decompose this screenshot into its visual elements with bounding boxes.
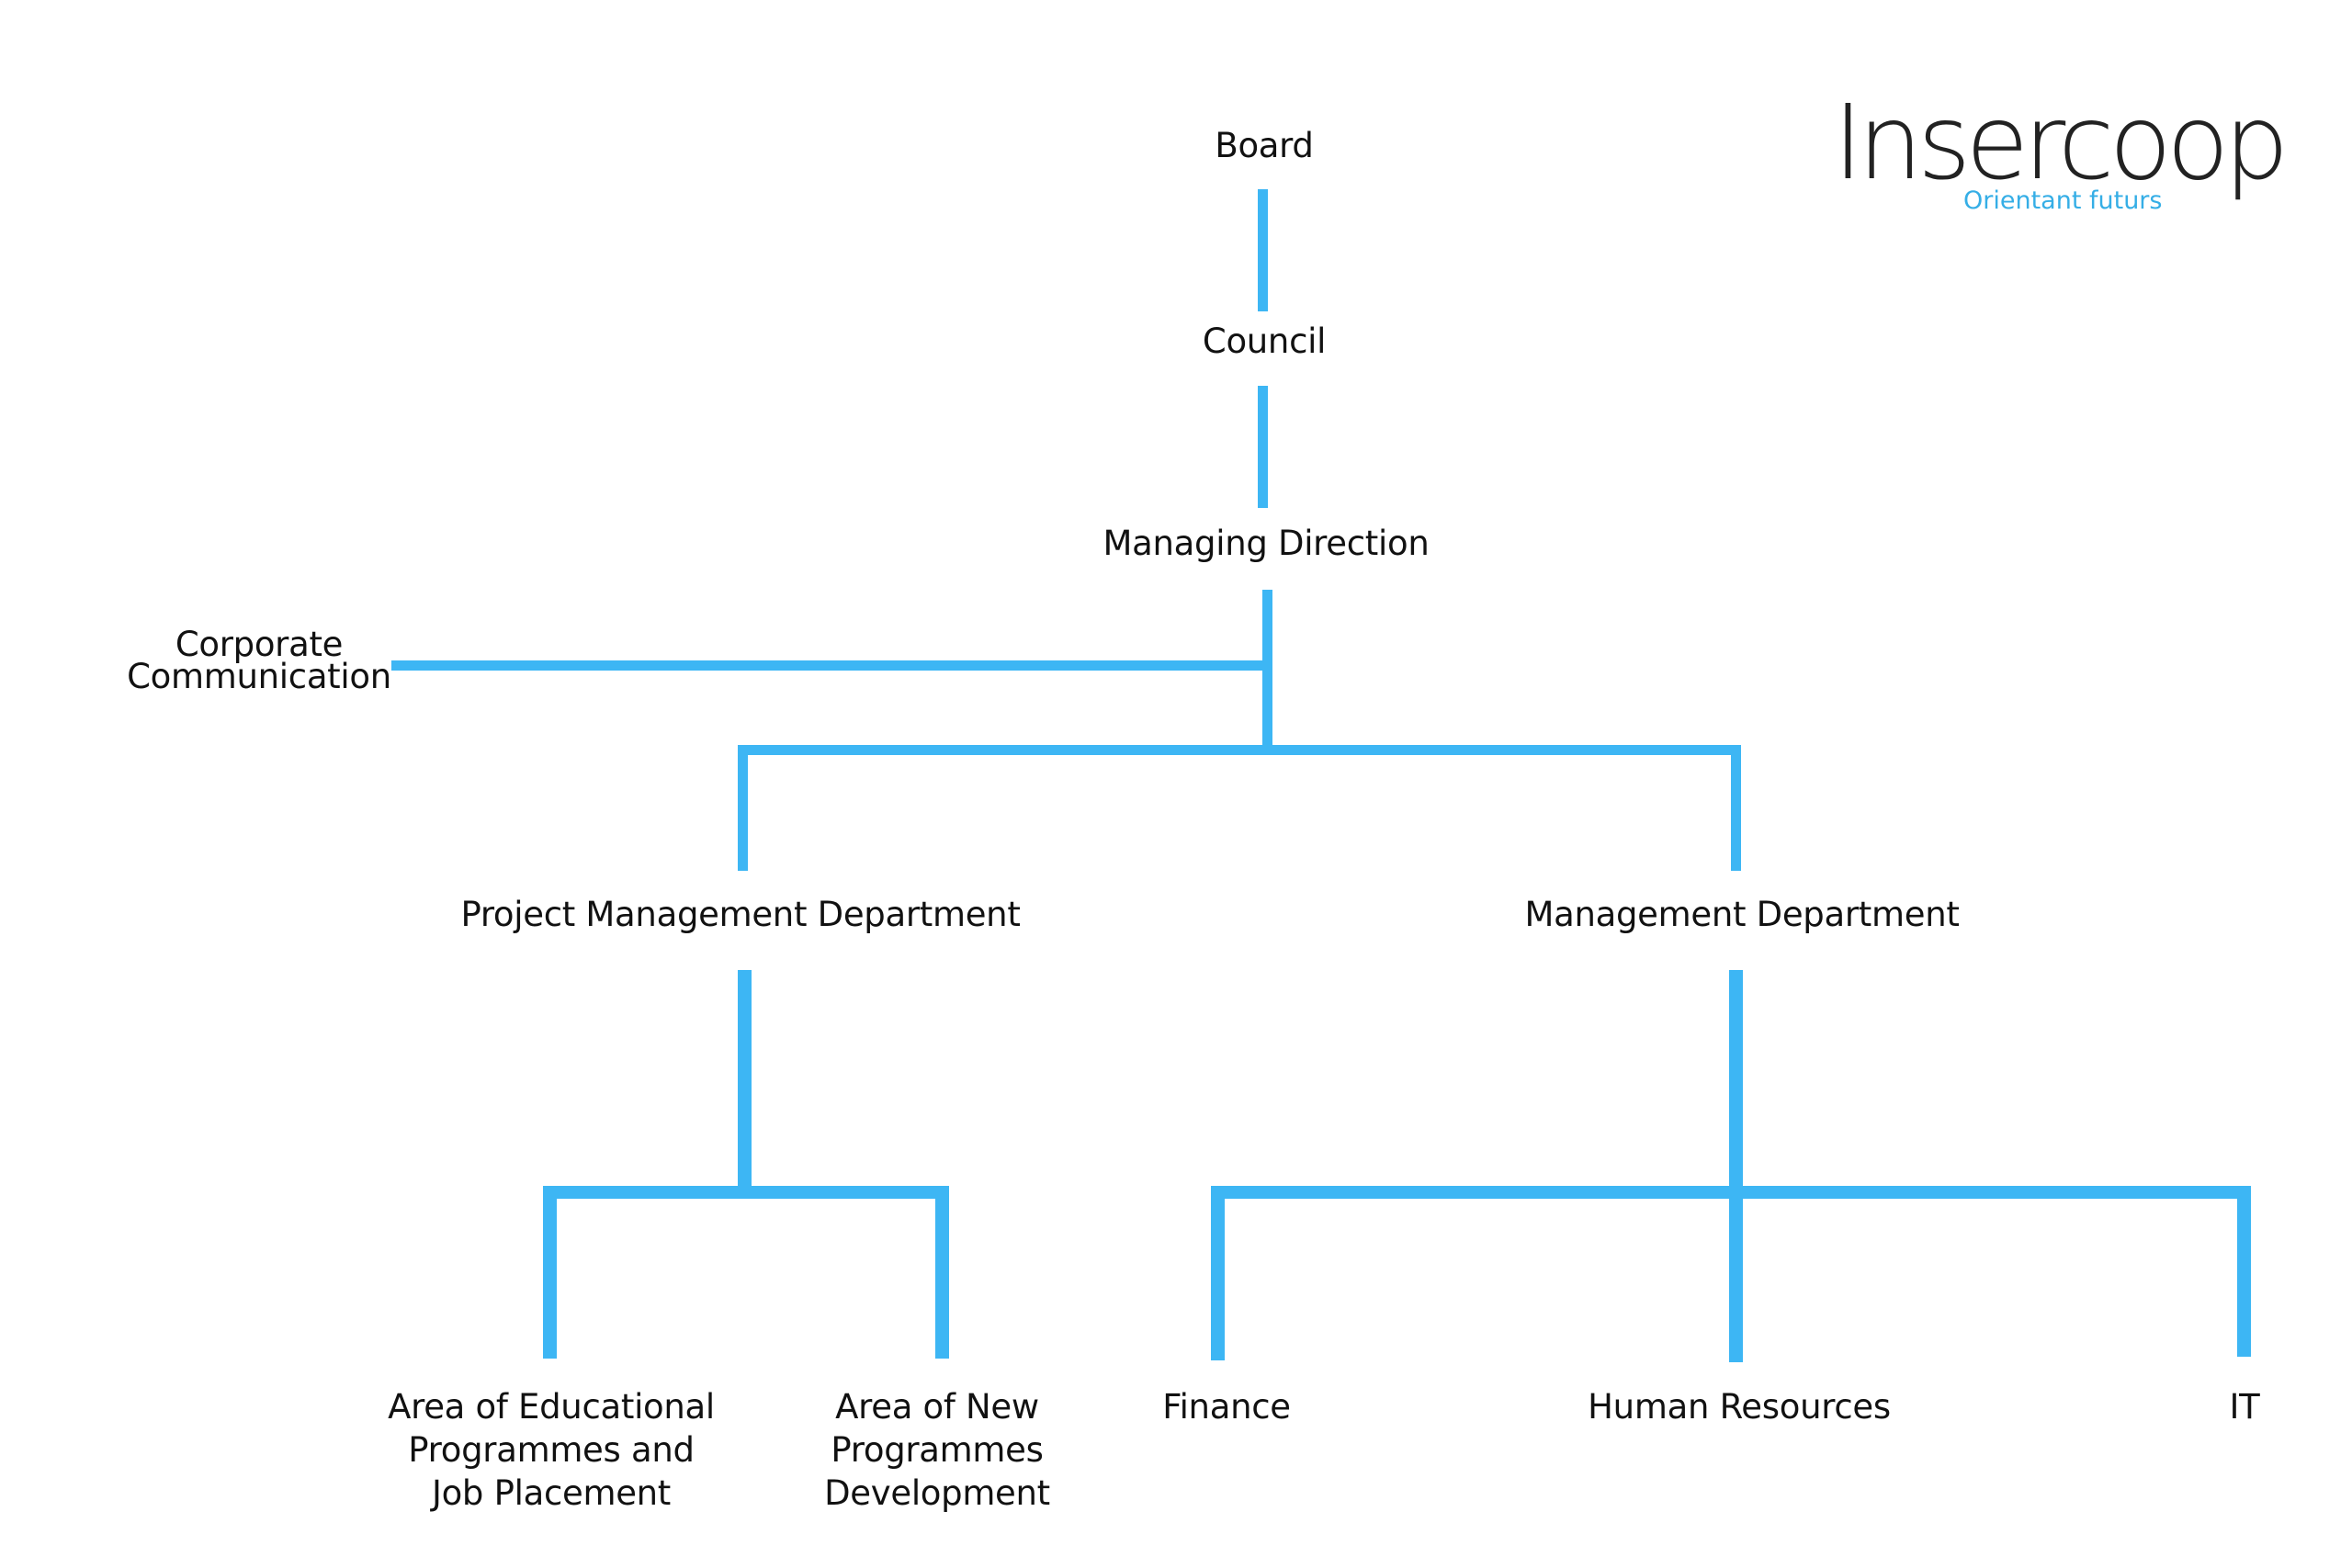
connector-project-dept-up [738,745,748,871]
connector-management-dept-down [1729,970,1743,1362]
connector-it [2237,1186,2251,1357]
insercoop-logo: Insercoop Orientant futurs [1833,84,2290,215]
connector-departments-bar [739,745,1740,755]
connector-management-areas-bar [1211,1186,2250,1199]
connector-project-dept-down [738,970,752,1190]
node-it: IT [2229,1387,2260,1427]
node-area-new-programmes: Area of New Programmes Development [824,1385,1050,1515]
node-area-educational-line-3: Job Placement [431,1473,672,1513]
connector-finance [1211,1186,1225,1360]
node-project-management-department: Project Management Department [460,895,1021,934]
connector-managing-down [1262,590,1272,755]
node-area-educational: Area of Educational Programmes and Job P… [388,1385,715,1515]
node-council: Council [1202,321,1327,361]
node-corporate-communication: Corporate Communication [127,625,391,696]
node-area-new-programmes-line-2: Programmes [831,1430,1044,1470]
node-finance: Finance [1162,1387,1291,1427]
connector-corporate-communication [391,660,1272,671]
connector-area-new-programmes [935,1186,949,1359]
logo-wordmark: Insercoop [1833,84,2284,203]
node-area-new-programmes-line-3: Development [824,1473,1050,1513]
node-human-resources: Human Resources [1588,1387,1891,1427]
node-managing-direction: Managing Direction [1102,524,1430,563]
logo-tagline: Orientant futurs [1963,186,2162,215]
node-management-department: Management Department [1524,895,1960,934]
node-corporate-communication-line-2: Communication [127,657,391,696]
connector-project-areas-bar [543,1186,945,1199]
connector-board-council [1258,189,1268,311]
node-area-new-programmes-line-1: Area of New [835,1387,1039,1427]
connector-council-managing [1258,386,1268,508]
connector-management-dept-up [1731,745,1741,871]
node-area-educational-line-2: Programmes and [408,1430,695,1470]
node-corporate-communication-line-1: Corporate [175,625,344,664]
node-area-educational-line-1: Area of Educational [388,1387,715,1427]
connector-area-educational [543,1186,557,1359]
node-board: Board [1215,126,1314,165]
